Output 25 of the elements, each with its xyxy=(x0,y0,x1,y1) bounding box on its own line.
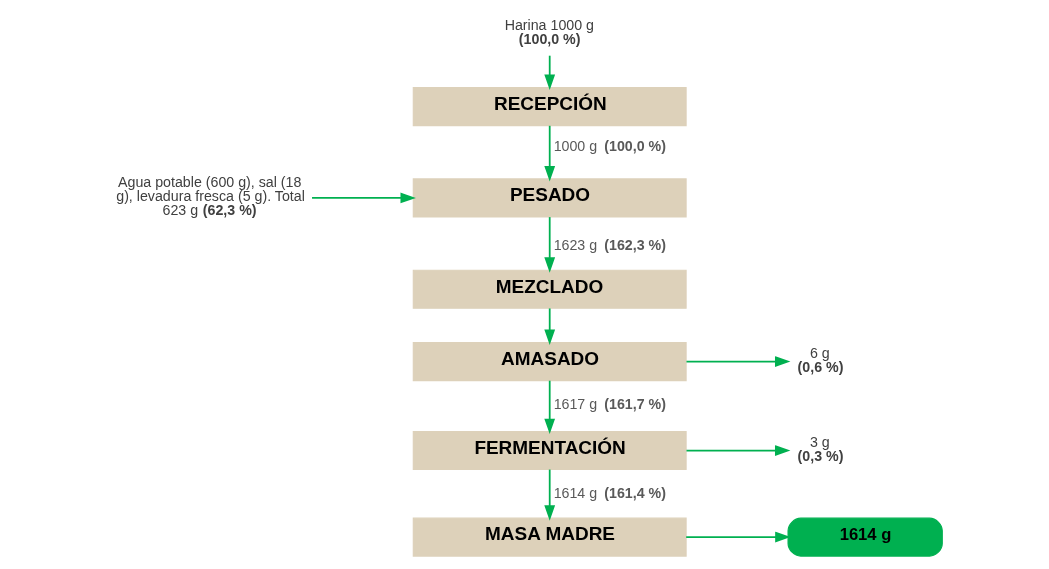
node-box: RECEPCIÓN xyxy=(412,87,687,127)
arrow xyxy=(544,468,556,521)
node-box: PESADO xyxy=(412,178,687,218)
node-text: Harina 1000 g (100,0 %) xyxy=(504,17,594,48)
arrow xyxy=(544,54,556,91)
node-text: 6 g (0,6 %) xyxy=(797,344,844,375)
arrow xyxy=(311,192,416,204)
arrow xyxy=(685,531,791,543)
arrow xyxy=(685,356,791,367)
node-box: MEZCLADO xyxy=(412,269,687,309)
arrow xyxy=(544,124,556,182)
arrow xyxy=(685,445,791,456)
arrow xyxy=(544,216,556,273)
node-box: MASA MADRE xyxy=(412,517,687,557)
edge-label: 1614 g (161,4 %) xyxy=(553,484,666,501)
arrow xyxy=(544,307,556,345)
node-text: Agua potable (600 g), sal (18 g), levadura fresca (5 g). Total 623 g (62,3 %) xyxy=(116,173,305,219)
edge-label: 1000 g (100,0 %) xyxy=(553,138,666,155)
node-box: 1614 g xyxy=(787,517,943,557)
edge-label: 1617 g (161,7 %) xyxy=(553,395,666,412)
node-text: 3 g (0,3 %) xyxy=(797,433,844,464)
node-box: FERMENTACIÓN xyxy=(412,430,687,471)
arrow xyxy=(544,379,556,435)
node-box: AMASADO xyxy=(412,342,687,382)
edge-label: 1623 g (162,3 %) xyxy=(553,236,666,253)
